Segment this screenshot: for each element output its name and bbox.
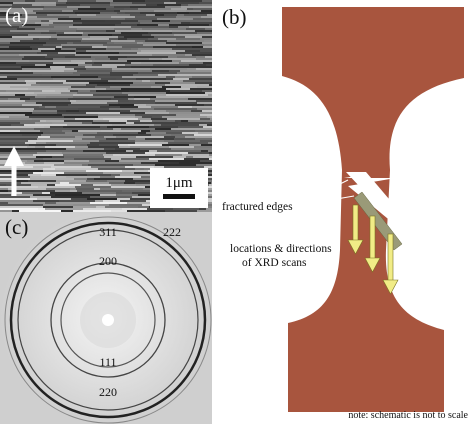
ring-outer-faint [4,216,212,424]
leader-line-1 [295,179,349,207]
schematic-note: note: schematic is not to scale [348,410,468,421]
scale-bar-label: 1μm [165,175,193,191]
panel-label-b: (b) [222,5,247,29]
scale-bar [163,194,195,199]
ring-label-222: 222 [163,225,181,239]
fracture-crack [346,172,412,234]
micrograph-svg: 1μm (a) [0,0,212,212]
panel-label-a: (a) [5,3,28,27]
beam-stop [102,314,114,326]
schematic-svg: fractured edges locations & directions o… [222,5,469,421]
ring-200 [50,262,166,378]
ring-labels: 311 222 200 111 220 [99,225,181,399]
xrd-arrow-1 [347,204,364,255]
lamellae-texture [0,0,212,212]
panel-a-micrograph: 1μm (a) [0,0,212,212]
panel-label-c: (c) [5,215,28,239]
ring-label-311: 311 [99,225,117,239]
panel-c-diffraction: 311 222 200 111 220 (c) [0,212,212,424]
ring-311 [17,229,199,411]
leader-line-2 [295,195,355,207]
annotation-fractured-edges: fractured edges [222,201,293,213]
scale-bar-box [150,168,208,208]
xrd-arrow-2 [364,215,381,273]
ring-label-220: 220 [99,385,117,399]
ring-label-200: 200 [99,254,117,268]
panel-b-schematic: fractured edges locations & directions o… [216,0,474,424]
ring-220 [9,221,207,419]
ring-label-111: 111 [99,355,116,369]
xrd-arrow-3 [382,233,399,295]
diffraction-svg: 311 222 200 111 220 (c) [0,212,212,424]
annotation-xrd-line1: locations & directions [230,243,332,255]
growth-direction-arrow [4,146,24,196]
annotation-xrd-line2: of XRD scans [242,257,307,269]
ring-111 [60,272,156,368]
